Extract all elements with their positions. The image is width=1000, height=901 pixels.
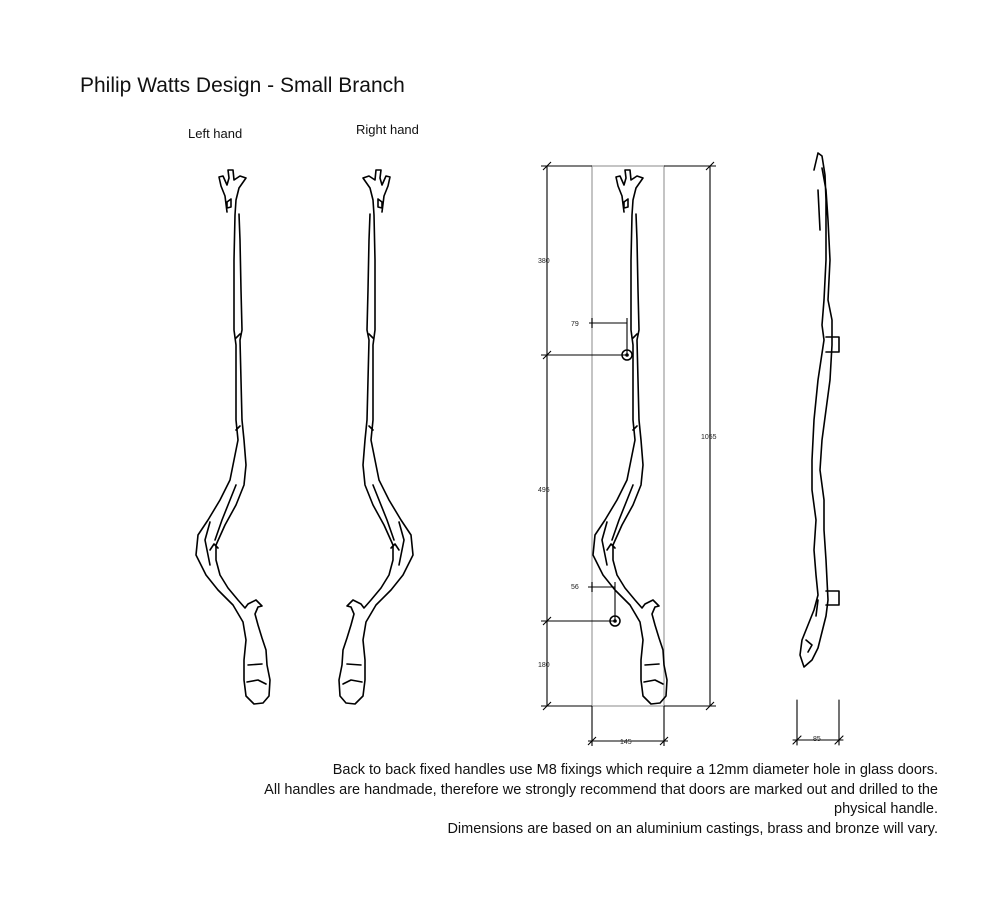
page-title: Philip Watts Design - Small Branch: [80, 74, 405, 97]
bounding-box: [591, 165, 665, 707]
dim-lower-offset: 56: [571, 584, 579, 591]
dim-width: 145: [620, 739, 632, 746]
right-hand-label: Right hand: [356, 122, 419, 137]
dim-top-section: 380: [538, 258, 550, 265]
note-handmade: All handles are handmade, therefore we s…: [264, 781, 938, 818]
right-hand-handle: [338, 169, 414, 705]
dim-bottom-section: 180: [538, 662, 550, 669]
note-fixings: Back to back fixed handles use M8 fixing…: [332, 762, 938, 778]
side-profile-view: [792, 152, 844, 746]
left-hand-label: Left hand: [188, 126, 243, 141]
note-dimensions: Dimensions are based on an aluminium cas…: [447, 820, 938, 837]
dim-depth: 85: [813, 736, 821, 743]
notes-block: Back to back fixed handles use M8 fixing…: [218, 761, 938, 839]
dim-middle-section: 495: [538, 487, 550, 494]
left-hand-handle: [195, 169, 271, 705]
dim-upper-offset: 79: [571, 321, 579, 328]
dim-overall-length: 1055: [701, 434, 717, 441]
dimensioned-front-view: 380 79 495 56 180 1055 145: [538, 161, 717, 746]
